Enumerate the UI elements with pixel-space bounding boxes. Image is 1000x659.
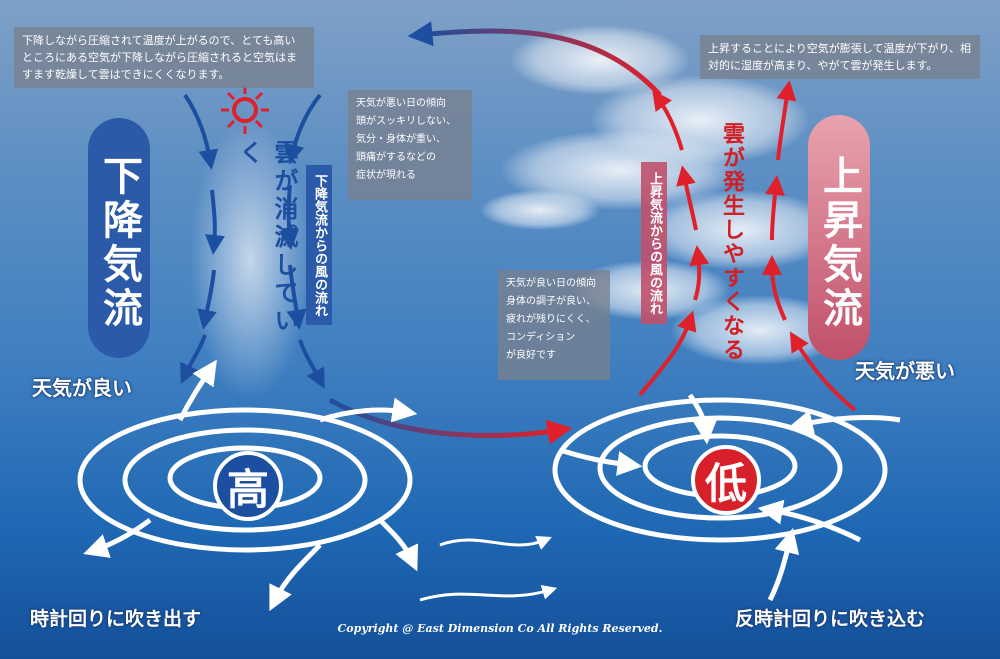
cloud-disappearing-text: 雲が消滅していく bbox=[235, 140, 299, 336]
sun-icon bbox=[221, 86, 269, 134]
ascending-flow-label: 上昇気流からの風の流れ bbox=[641, 162, 667, 324]
clockwise-label: 時計回りに吹き出す bbox=[30, 608, 202, 630]
descending-arrows bbox=[180, 93, 325, 389]
counterclockwise-label: 反時計回りに吹き込む bbox=[735, 608, 926, 630]
cloud-forming-text: 雲が発生しやすくなる bbox=[719, 122, 745, 362]
high-pressure-center: 高 bbox=[213, 451, 283, 521]
low-explanation-note: 上昇することにより空気が膨張して温度が下がり、相対的に湿度が高まり、やがて雲が発… bbox=[700, 35, 980, 79]
descending-air-title: 下降気流 bbox=[88, 118, 150, 358]
high-explanation-note: 下降しながら圧縮されて温度が上がるので、とても高いところにある空気が下降しながら… bbox=[14, 27, 314, 88]
good-weather-label: 天気が良い bbox=[32, 376, 132, 400]
low-pressure-swirl bbox=[552, 393, 901, 602]
high-pressure-swirl bbox=[77, 359, 419, 612]
low-pressure-center: 低 bbox=[691, 445, 761, 515]
bad-weather-tendency-note: 天気が悪い日の傾向 頭がスッキリしない、 気分・身体が重い、 頭痛がするなどの … bbox=[348, 90, 472, 200]
good-weather-tendency-note: 天気が良い日の傾向 身体の調子が良い、 疲れが残りにくく、 コンディション が良… bbox=[498, 270, 610, 380]
copyright-text: Copyright @ East Dimension Co All Rights… bbox=[337, 622, 663, 635]
wind-arrows bbox=[419, 536, 558, 602]
ascending-air-title: 上昇気流 bbox=[808, 115, 870, 360]
descending-flow-label: 下降気流からの風の流れ bbox=[306, 165, 332, 325]
haze bbox=[190, 120, 310, 400]
bad-weather-label: 天気が悪い bbox=[855, 359, 955, 383]
top-flow-arrow bbox=[407, 21, 662, 97]
ascending-arrows bbox=[638, 80, 857, 412]
